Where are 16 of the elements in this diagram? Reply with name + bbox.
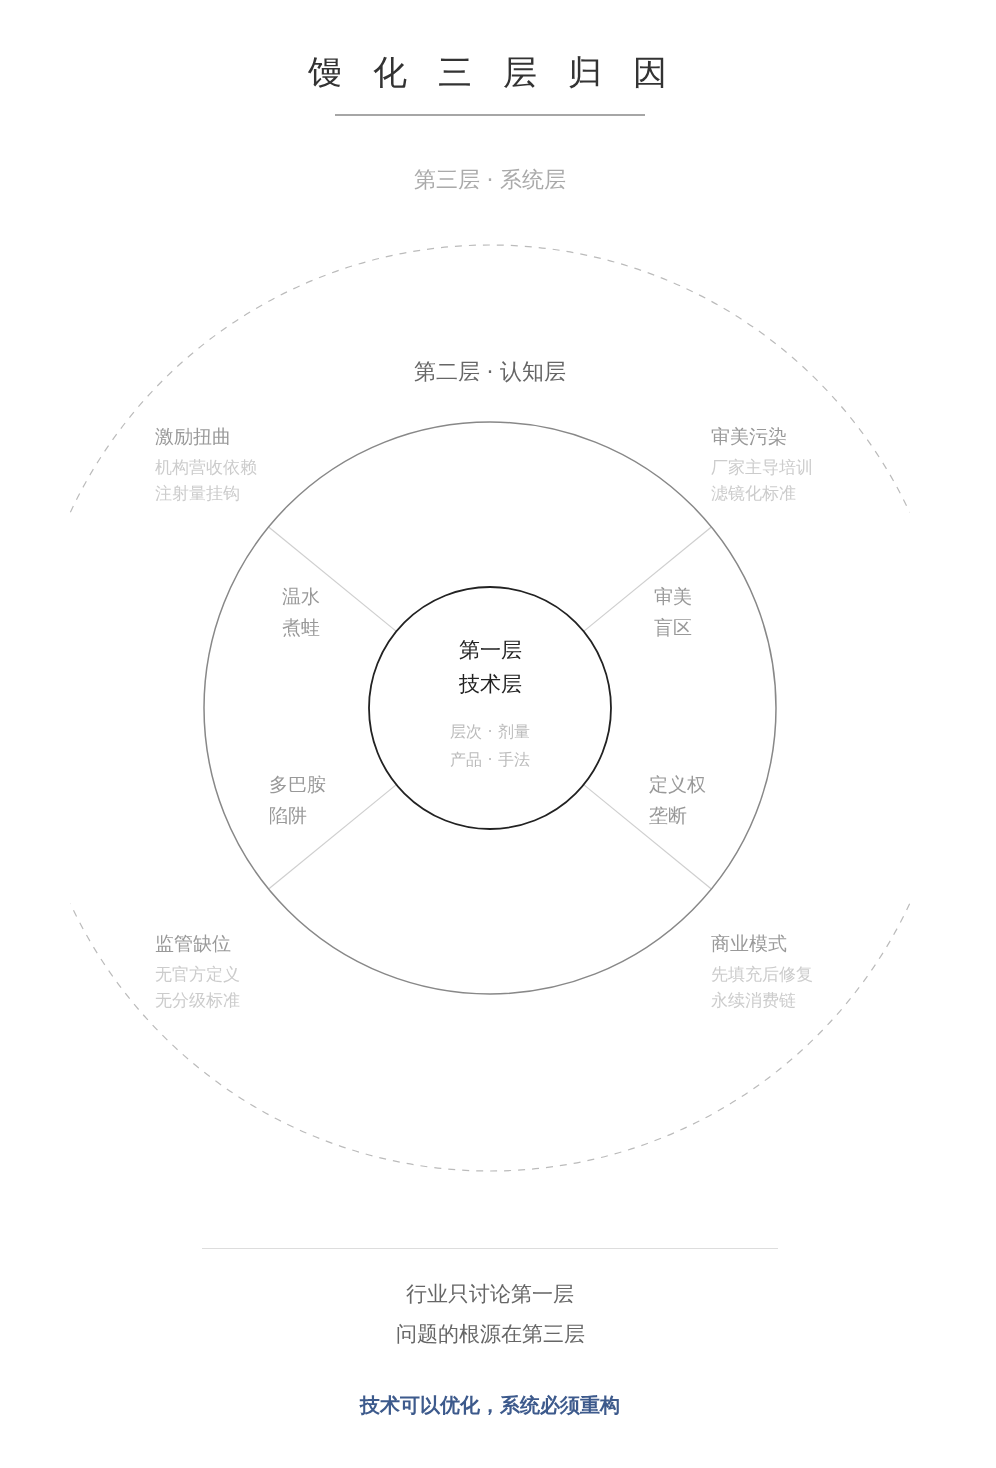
spoke-line: [268, 526, 397, 632]
layer-heading: 第二层 · 认知层: [412, 358, 568, 386]
category-heading: 审美污染: [711, 424, 788, 449]
layer-keywords: 层次 · 剂量产品 · 手法: [449, 721, 531, 771]
title: 馒化三层归因: [308, 52, 698, 93]
conclusion-text: 技术可以优化，系统必须重构: [360, 1393, 620, 1417]
category-heading: 激励扭曲: [155, 424, 232, 449]
spoke-line: [268, 784, 397, 890]
layer-heading: 第一层技术层: [457, 637, 523, 698]
category-heading: 监管缺位: [155, 931, 232, 956]
category-heading: 商业模式: [711, 931, 788, 956]
summary-text: 问题的根源在第三层: [395, 1322, 585, 1346]
spoke-line: [583, 526, 712, 632]
spoke-line: [583, 784, 712, 890]
summary-text: 行业只讨论第一层: [406, 1282, 574, 1306]
layer-heading: 第三层 · 系统层: [412, 166, 568, 194]
